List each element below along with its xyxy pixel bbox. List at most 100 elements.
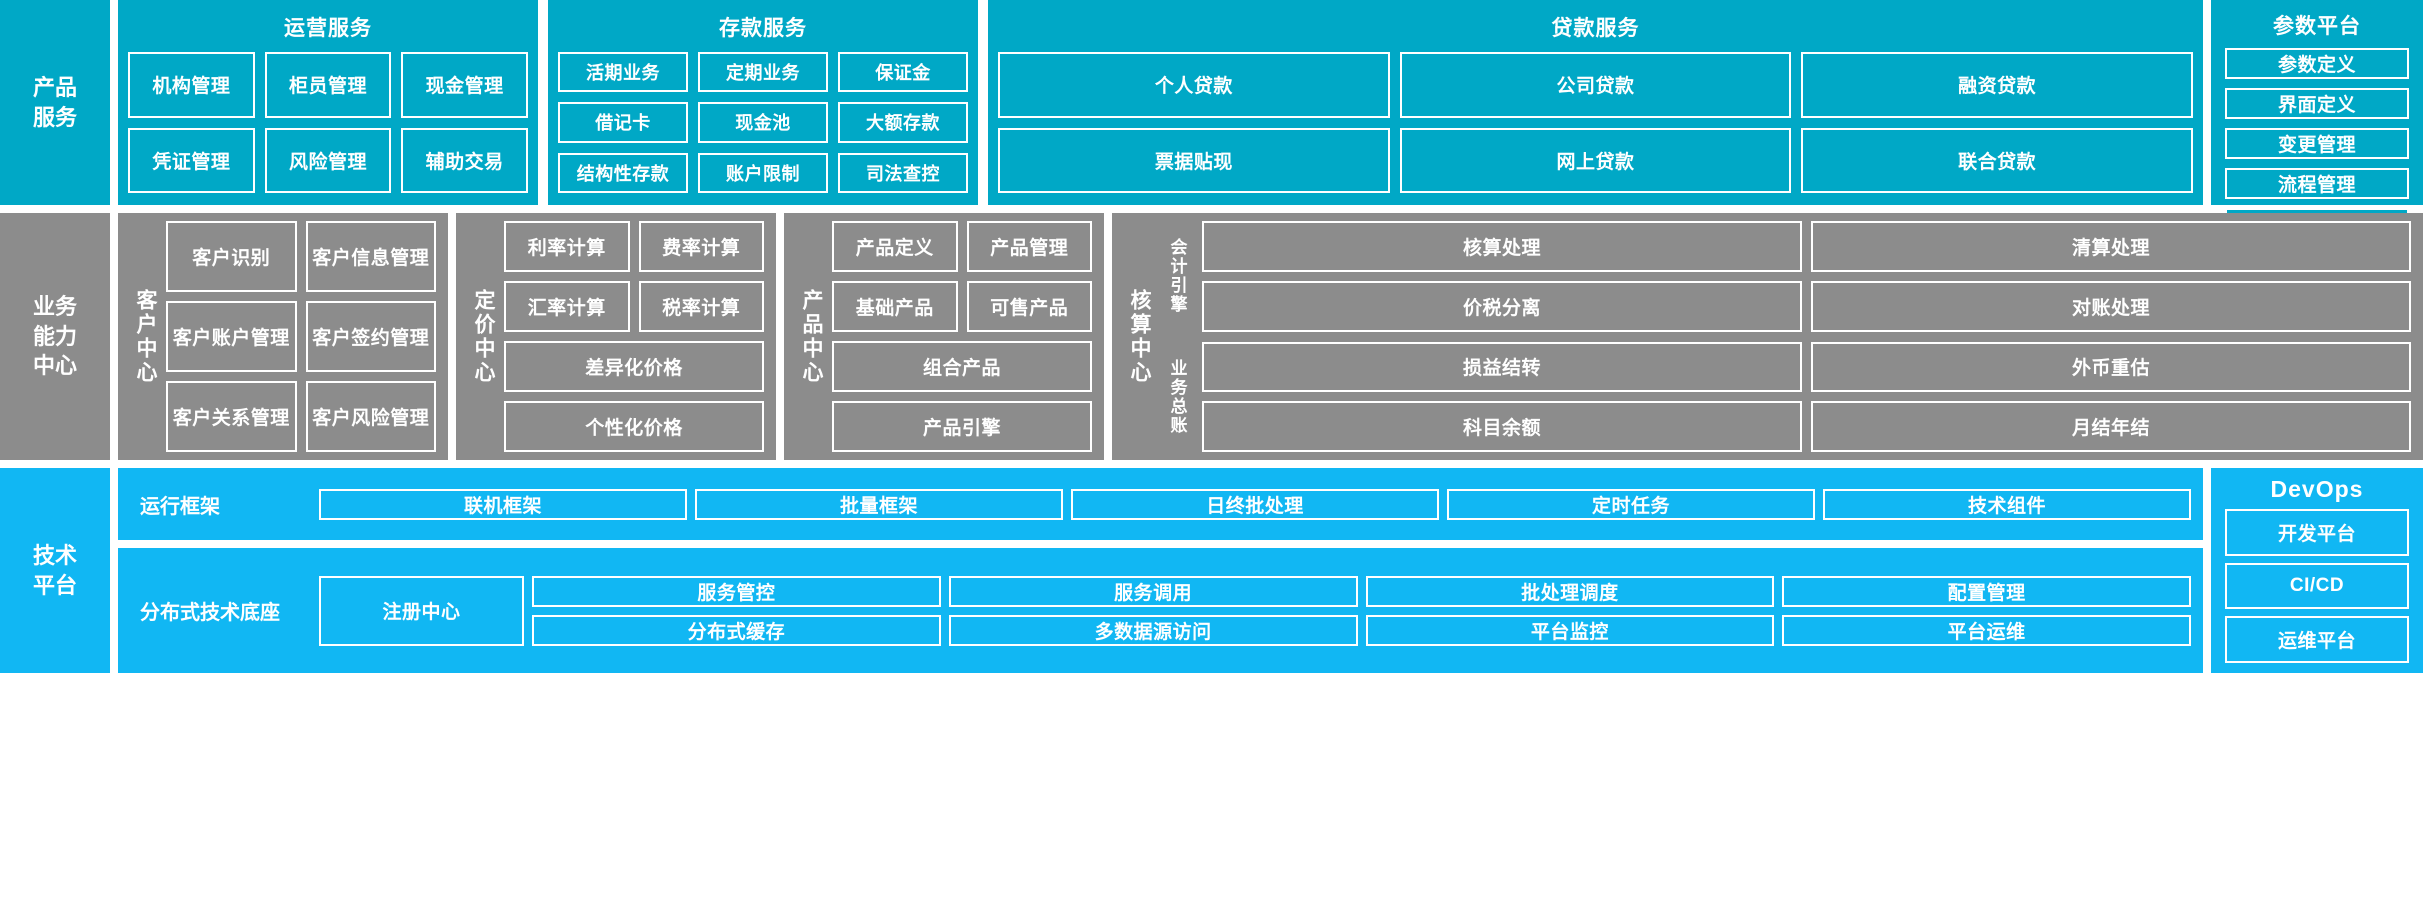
tile-judicial-control[interactable]: 司法查控 xyxy=(838,152,968,193)
bar-items-distributed-foundation: 注册中心 服务管控 服务调用 批处理调度 配置管理 分布式缓存 多数据源访问 平… xyxy=(319,575,2191,646)
side-title-parameter-platform: 参数平台 xyxy=(2273,15,2361,38)
tile-debit-card[interactable]: 借记卡 xyxy=(558,102,688,143)
tile-technical-component[interactable]: 技术组件 xyxy=(1823,488,2191,520)
tile-profit-loss-carryover[interactable]: 损益结转 xyxy=(1202,341,1802,393)
tile-large-deposit[interactable]: 大额存款 xyxy=(838,102,968,143)
tile-batch-scheduling[interactable]: 批处理调度 xyxy=(1365,575,1775,607)
distributed-foundation-grid: 服务管控 服务调用 批处理调度 配置管理 分布式缓存 多数据源访问 平台监控 平… xyxy=(532,575,2191,646)
tile-tax-rate-calc[interactable]: 税率计算 xyxy=(638,281,764,332)
tile-fee-rate-calc[interactable]: 费率计算 xyxy=(638,221,764,272)
tile-development-platform[interactable]: 开发平台 xyxy=(2225,509,2409,556)
tile-product-engine[interactable]: 产品引擎 xyxy=(832,401,1092,452)
tile-product-definition[interactable]: 产品定义 xyxy=(832,221,958,272)
row-label-text: 技术 平台 xyxy=(32,542,77,598)
subgroup-accounting-engine: 会计引擎 核算处理 清算处理 价税分离 对账处理 xyxy=(1160,221,2411,332)
tile-customer-account-management[interactable]: 客户账户管理 xyxy=(166,301,297,372)
tile-personalized-price[interactable]: 个性化价格 xyxy=(504,401,764,452)
row-label-product-services: 产品 服务 xyxy=(0,0,110,205)
tile-customer-risk-management[interactable]: 客户风险管理 xyxy=(305,381,436,452)
tile-foreign-currency-revaluation[interactable]: 外币重估 xyxy=(1811,341,2411,393)
tile-account-restriction[interactable]: 账户限制 xyxy=(698,152,828,193)
tile-product-management[interactable]: 产品管理 xyxy=(966,221,1092,272)
tile-parameter-definition[interactable]: 参数定义 xyxy=(2225,48,2409,79)
tile-interest-rate-calc[interactable]: 利率计算 xyxy=(504,221,630,272)
tile-registry-center[interactable]: 注册中心 xyxy=(319,575,524,646)
tile-customer-info-management[interactable]: 客户信息管理 xyxy=(305,221,436,292)
subgroup-grid-accounting-engine: 核算处理 清算处理 价税分离 对账处理 xyxy=(1202,221,2411,332)
group-title-operation-services: 运营服务 xyxy=(284,17,372,40)
tile-org-management[interactable]: 机构管理 xyxy=(128,52,255,118)
tile-operations-platform[interactable]: 运维平台 xyxy=(2225,616,2409,664)
tile-platform-operations[interactable]: 平台运维 xyxy=(1782,614,2191,646)
bar-items-runtime-framework: 联机框架 批量框架 日终批处理 定时任务 技术组件 xyxy=(319,488,2191,520)
tile-bill-discount[interactable]: 票据贴现 xyxy=(998,127,1390,193)
group-deposit-services: 存款服务 活期业务 定期业务 保证金 借记卡 现金池 大额存款 结构性存款 账户… xyxy=(548,0,978,205)
group-operation-services: 运营服务 机构管理 柜员管理 现金管理 凭证管理 风险管理 辅助交易 xyxy=(118,0,538,205)
tile-end-of-day-batch[interactable]: 日终批处理 xyxy=(1071,488,1439,520)
tile-sellable-product[interactable]: 可售产品 xyxy=(966,281,1092,332)
tile-cash-management[interactable]: 现金管理 xyxy=(401,52,528,118)
tile-time-business[interactable]: 定期业务 xyxy=(698,52,828,93)
tile-combined-product[interactable]: 组合产品 xyxy=(832,341,1092,392)
tile-demand-business[interactable]: 活期业务 xyxy=(558,52,688,93)
bar-runtime-framework: 运行框架 联机框架 批量框架 日终批处理 定时任务 技术组件 xyxy=(118,468,2203,540)
tile-voucher-management[interactable]: 凭证管理 xyxy=(128,127,255,193)
tile-month-year-end-closing[interactable]: 月结年结 xyxy=(1811,401,2411,452)
tile-corporate-loan[interactable]: 公司贷款 xyxy=(1399,52,1792,118)
technical-platform-bars: 运行框架 联机框架 批量框架 日终批处理 定时任务 技术组件 分布式技术底座 注… xyxy=(118,468,2203,673)
tile-risk-management[interactable]: 风险管理 xyxy=(264,127,392,193)
bar-distributed-foundation: 分布式技术底座 注册中心 服务管控 服务调用 批处理调度 配置管理 分布式缓存 … xyxy=(118,548,2203,673)
row-product-services: 产品 服务 运营服务 机构管理 柜员管理 现金管理 凭证管理 风险管理 辅助交易… xyxy=(0,0,2423,279)
business-capability-centers: 客户中心 客户识别 客户信息管理 客户账户管理 客户签约管理 客户关系管理 客户… xyxy=(118,213,2423,460)
tile-accounting-processing[interactable]: 核算处理 xyxy=(1202,221,1802,272)
tile-teller-management[interactable]: 柜员管理 xyxy=(264,52,392,118)
tile-configuration-management[interactable]: 配置管理 xyxy=(1782,575,2191,607)
side-title-devops: DevOps xyxy=(2270,476,2364,502)
group-title-loan-services: 贷款服务 xyxy=(1551,17,1640,40)
tile-online-framework[interactable]: 联机框架 xyxy=(319,488,687,520)
group-grid-operation-services: 机构管理 柜员管理 现金管理 凭证管理 风险管理 辅助交易 xyxy=(128,52,528,193)
center-name-product: 产品中心 xyxy=(800,288,823,385)
bar-name-distributed-foundation: 分布式技术底座 xyxy=(140,602,280,624)
subgroup-name-general-ledger: 业务总账 xyxy=(1167,358,1187,435)
center-body-customer: 客户识别 客户信息管理 客户账户管理 客户签约管理 客户关系管理 客户风险管理 xyxy=(166,221,436,452)
tile-multi-datasource-access[interactable]: 多数据源访问 xyxy=(948,614,1358,646)
tile-distributed-cache[interactable]: 分布式缓存 xyxy=(532,614,941,646)
center-pricing: 定价中心 利率计算 费率计算 汇率计算 税率计算 差异化价格 个性化价格 xyxy=(456,213,776,460)
tile-change-management[interactable]: 变更管理 xyxy=(2225,128,2409,159)
center-body-accounting: 会计引擎 核算处理 清算处理 价税分离 对账处理 业务总账 损益结转 外币重估 xyxy=(1160,221,2411,452)
center-name-pricing: 定价中心 xyxy=(472,288,495,385)
tile-settlement-processing[interactable]: 清算处理 xyxy=(1811,221,2411,272)
tile-price-tax-separation[interactable]: 价税分离 xyxy=(1202,280,1802,332)
tile-platform-monitoring[interactable]: 平台监控 xyxy=(1365,614,1775,646)
tile-ci-cd[interactable]: CI/CD xyxy=(2225,562,2409,610)
center-name-accounting: 核算中心 xyxy=(1128,288,1151,385)
tile-margin-deposit[interactable]: 保证金 xyxy=(838,52,968,93)
tile-service-governance[interactable]: 服务管控 xyxy=(532,575,941,607)
tile-batch-framework[interactable]: 批量框架 xyxy=(695,488,1063,520)
tile-customer-identification[interactable]: 客户识别 xyxy=(166,221,297,292)
tile-differentiated-price[interactable]: 差异化价格 xyxy=(504,341,764,392)
center-name-customer: 客户中心 xyxy=(134,288,157,385)
tile-online-loan[interactable]: 网上贷款 xyxy=(1399,127,1792,193)
tile-structured-deposit[interactable]: 结构性存款 xyxy=(558,152,688,193)
tile-process-management[interactable]: 流程管理 xyxy=(2225,168,2409,199)
tile-reconciliation-processing[interactable]: 对账处理 xyxy=(1811,280,2411,332)
tile-service-invocation[interactable]: 服务调用 xyxy=(948,575,1358,607)
tile-joint-loan[interactable]: 联合贷款 xyxy=(1801,127,2193,193)
center-body-product: 产品定义 产品管理 基础产品 可售产品 组合产品 产品引擎 xyxy=(832,221,1092,452)
tile-financing-loan[interactable]: 融资贷款 xyxy=(1801,52,2193,118)
tile-auxiliary-transaction[interactable]: 辅助交易 xyxy=(401,127,528,193)
tile-basic-product[interactable]: 基础产品 xyxy=(832,281,958,332)
group-title-deposit-services: 存款服务 xyxy=(719,17,807,40)
tile-exchange-rate-calc[interactable]: 汇率计算 xyxy=(504,281,630,332)
tile-scheduled-task[interactable]: 定时任务 xyxy=(1447,488,1815,520)
tile-account-balance[interactable]: 科目余额 xyxy=(1202,401,1802,452)
tile-personal-loan[interactable]: 个人贷款 xyxy=(998,52,1390,118)
tile-customer-relation-management[interactable]: 客户关系管理 xyxy=(166,381,297,452)
tile-cash-pool[interactable]: 现金池 xyxy=(698,102,828,143)
row-technical-platform: 技术 平台 运行框架 联机框架 批量框架 日终批处理 定时任务 技术组件 分布式… xyxy=(0,468,2423,673)
tile-interface-definition[interactable]: 界面定义 xyxy=(2225,88,2409,119)
subgroup-grid-general-ledger: 损益结转 外币重估 科目余额 月结年结 xyxy=(1202,341,2411,452)
tile-customer-contract-management[interactable]: 客户签约管理 xyxy=(305,301,436,372)
